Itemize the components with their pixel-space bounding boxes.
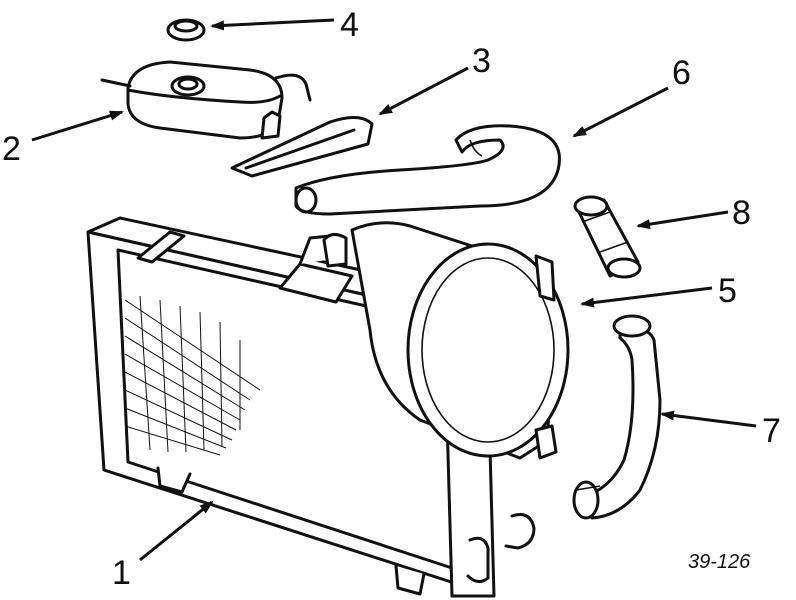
fan-shroud — [322, 221, 570, 460]
radiator-core-mesh — [124, 295, 261, 456]
reference-code: 39-126 — [688, 551, 751, 573]
callout-labels: 1 2 3 4 5 6 7 8 — [2, 6, 781, 592]
upper-hose — [294, 124, 561, 216]
callout-3: 3 — [472, 42, 491, 80]
leader-arrows — [31, 18, 757, 562]
mounting-bracket — [230, 116, 374, 178]
arrow-5 — [580, 286, 713, 308]
callout-8: 8 — [732, 194, 751, 232]
lower-hose — [572, 314, 662, 520]
callout-7: 7 — [762, 412, 781, 450]
connector-hose — [573, 195, 642, 279]
callout-4: 4 — [340, 6, 359, 44]
arrow-1 — [139, 500, 214, 562]
callout-1: 1 — [112, 554, 131, 592]
tank-cap — [166, 18, 206, 42]
arrow-3 — [378, 66, 469, 116]
callout-2: 2 — [2, 130, 21, 168]
expansion-tank — [100, 60, 312, 140]
arrow-2 — [31, 110, 124, 142]
arrow-6 — [572, 86, 669, 138]
callout-6: 6 — [672, 54, 691, 92]
arrow-4 — [210, 18, 335, 31]
callout-5: 5 — [718, 272, 737, 310]
arrow-8 — [636, 210, 729, 230]
arrow-7 — [660, 410, 757, 428]
